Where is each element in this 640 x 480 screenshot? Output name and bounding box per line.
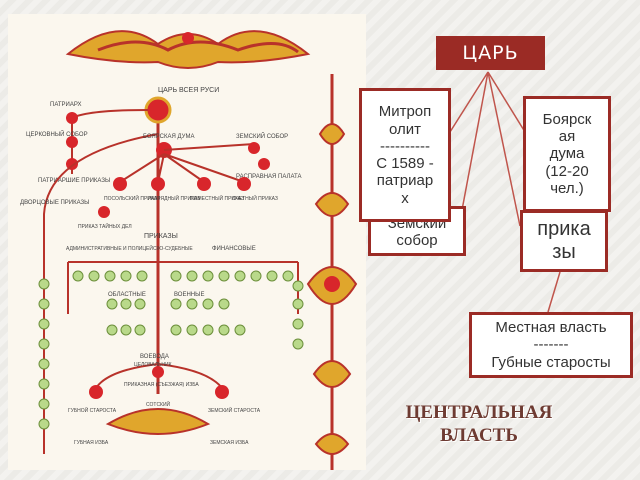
boyar-duma-line-3: дума (549, 145, 585, 163)
prikazy-box: прика зы (520, 210, 608, 272)
boyar-duma-line-5: чел.) (550, 179, 584, 197)
scan-label-gubnoy-starosta: ГУБНОЙ СТАРОСТА (68, 406, 117, 414)
zemsky-sobor-line-2: собор (396, 231, 438, 249)
bottom-ornament (105, 408, 211, 435)
boyar-duma-line-4: (12-20 (545, 162, 589, 180)
scan-label-zemsky-starosta: ЗЕМСКИЙ СТАРОСТА (208, 406, 261, 414)
metropolitan-line-2: олит (388, 120, 421, 138)
scan-label-top: ЦАРЬ ВСЕЯ РУСИ (158, 87, 219, 94)
local-power-box: Местная власть ------- Губные старосты (469, 312, 633, 378)
boyar-duma-line-1: Боярск (542, 110, 592, 128)
tsar-box: ЦАРЬ (436, 36, 545, 70)
top-ornament (65, 30, 311, 69)
scan-label-prikazy: ПРИКАЗЫ (144, 233, 178, 240)
scan-label-voennye: ВОЕННЫЕ (174, 292, 204, 298)
scan-label-patriarch-prikazy: ПАТРИАРШИЕ ПРИКАЗЫ (38, 178, 110, 184)
scan-label-dvortsovye: ДВОРЦОВЫЕ ПРИКАЗЫ (20, 200, 89, 206)
scan-label-zemskaya-izba: ЗЕМСКАЯ ИЗБА (210, 440, 249, 446)
metropolitan-line-5: патриар (376, 172, 434, 190)
scan-label-zemsky-sobor: ЗЕМСКИЙ СОБОР (236, 132, 288, 140)
scan-label-pomestny: ПОМЕСТНЫЙ ПРИКАЗ (190, 194, 244, 202)
boyar-duma-line-2: ая (558, 128, 576, 146)
scan-label-oblastnye: ОБЛАСТНЫЕ (108, 292, 146, 298)
scan-green-nodes (38, 270, 304, 430)
scan-label-razryadny: РАЗРЯДНЫЙ ПРИКАЗ (148, 194, 200, 202)
scan-label-boyar-duma: БОЯРСКАЯ ДУМА (143, 134, 194, 140)
scan-label-voevoda: ВОЕВОДА (140, 354, 169, 360)
scan-label-tselovalnik: ЦЕЛОВАЛЬНИК (134, 362, 172, 368)
metropolitan-line-1: Митроп (378, 103, 432, 121)
local-power-line-2: ------- (533, 336, 569, 354)
metropolitan-line-6: х (401, 189, 409, 207)
metropolitan-line-4: С 1589 - (376, 155, 434, 172)
local-power-line-1: Местная власть (495, 319, 607, 337)
scan-label-patriarch: ПАТРИАРХ (50, 102, 82, 108)
metropolitan-line-3: ---------- (380, 137, 430, 155)
central-power-line-2: ВЛАСТЬ (440, 424, 518, 446)
metropolitan-box: Митроп олит ---------- С 1589 - патриар … (359, 88, 451, 222)
local-power-line-3: Губные старосты (491, 353, 611, 371)
decorative-column (306, 74, 358, 470)
scheme-drawing: ЦАРЬ ВСЕЯ РУСИ ПАТРИАРХ ЦЕРКОВНЫЙ СОБОР … (20, 30, 358, 470)
scan-label-sotsky: СОТСКИЙ (146, 400, 171, 408)
scan-label-schetny: СЧЕТНЫЙ ПРИКАЗ (232, 194, 278, 202)
scan-label-posolsky: ПОСОЛЬСКИЙ ПРИКАЗ (104, 194, 160, 202)
scan-label-church-council: ЦЕРКОВНЫЙ СОБОР (26, 130, 88, 138)
scan-label-administrative: АДМИНИСТРАТИВНЫЕ И ПОЛИЦЕЙСКО-СУДЕБНЫЕ (66, 244, 193, 252)
central-power-line-1: ЦЕНТРАЛЬНАЯ (405, 402, 553, 423)
boyar-duma-box: Боярск ая дума (12-20 чел.) (523, 96, 611, 212)
historical-scheme-image: ЦАРЬ ВСЕЯ РУСИ ПАТРИАРХ ЦЕРКОВНЫЙ СОБОР … (8, 14, 366, 470)
scan-label-gubnaya-izba: ГУБНАЯ ИЗБА (74, 440, 109, 446)
prikazy-line-1: прика (537, 218, 591, 240)
scan-label-financial: ФИНАНСОВЫЕ (212, 246, 256, 252)
scan-label-tayny: ПРИКАЗ ТАЙНЫХ ДЕЛ (78, 222, 132, 230)
prikazy-line-2: зы (552, 241, 576, 263)
scan-label-prikaznaya-izba: ПРИКАЗНАЯ (СЪЕЗЖАЯ) ИЗБА (124, 382, 199, 388)
scan-label-raspravnaya: РАСПРАВНАЯ ПАЛАТА (236, 174, 301, 180)
central-power-title: ЦЕНТРАЛЬНАЯ ВЛАСТЬ (384, 402, 574, 448)
